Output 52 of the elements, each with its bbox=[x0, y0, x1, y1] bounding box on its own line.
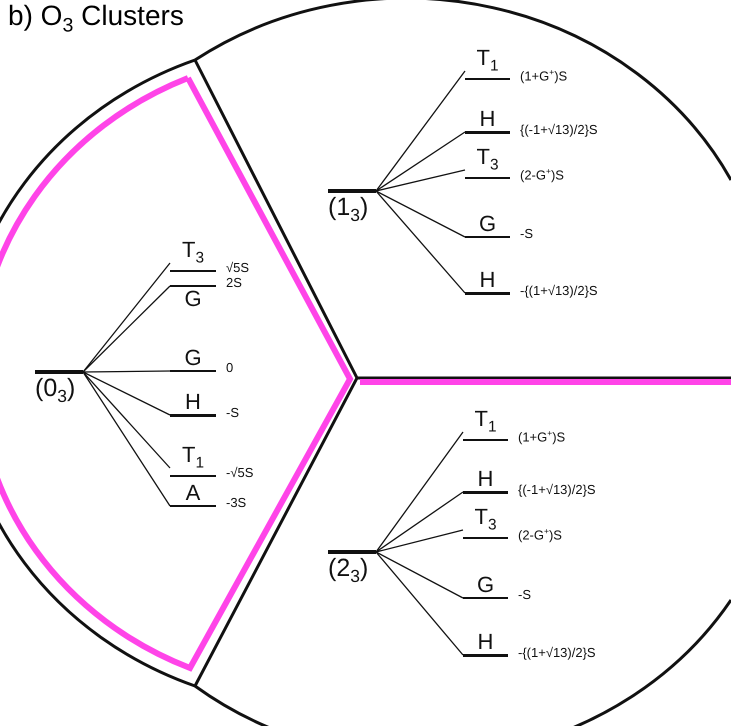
level-label: T$_{1}$ bbox=[180, 443, 205, 474]
connector-line bbox=[376, 491, 464, 553]
level-label: G bbox=[183, 346, 203, 370]
level-label: H bbox=[184, 390, 202, 414]
connector-line bbox=[376, 529, 464, 553]
level-label: T$_{1}$ bbox=[473, 407, 498, 438]
energy-value: -S bbox=[520, 226, 533, 241]
connector-line bbox=[375, 432, 464, 552]
connector-line bbox=[82, 262, 170, 372]
connector-line bbox=[83, 370, 170, 373]
energy-value: (1+G$^{+}$)S bbox=[520, 67, 568, 84]
level-label: G bbox=[183, 287, 203, 311]
diagram-title: b) O$_{3}$ Clusters bbox=[8, 0, 184, 39]
energy-value: (2-G$^{+}$)S bbox=[520, 166, 564, 182]
connector-line bbox=[82, 286, 170, 372]
level-label: (2$_{3}$) bbox=[328, 554, 370, 588]
connector-line bbox=[376, 551, 464, 599]
connector-line bbox=[375, 70, 466, 192]
energy-value: -{(1+√13)/2}S bbox=[520, 282, 598, 298]
level-label: H bbox=[478, 268, 496, 292]
level-label: (1$_{3}$) bbox=[328, 193, 370, 227]
energy-value: 2S bbox=[226, 275, 242, 290]
level-label: H bbox=[476, 466, 494, 490]
energy-value: √5S bbox=[226, 260, 250, 276]
connector-line bbox=[376, 169, 466, 192]
energy-value: {(-1+√13)/2}S bbox=[520, 122, 598, 136]
energy-value: (2-G$^{+}$)S bbox=[518, 526, 562, 542]
energy-value: {(-1+√13)/2}S bbox=[518, 482, 596, 496]
connector-line bbox=[376, 190, 466, 238]
level-label: T$_{3}$ bbox=[473, 505, 498, 536]
connector-line bbox=[376, 131, 466, 192]
level-label: H bbox=[476, 630, 494, 654]
level-label: H bbox=[478, 106, 496, 130]
energy-value: 0 bbox=[226, 360, 234, 375]
energy-value: (1+G$^{+}$)S bbox=[518, 428, 566, 444]
level-label: A bbox=[184, 481, 202, 505]
connector-line bbox=[82, 372, 171, 506]
level-label: (0$_{3}$) bbox=[35, 374, 76, 408]
level-label: G bbox=[476, 573, 496, 597]
level-label: T$_{3}$ bbox=[180, 238, 205, 268]
energy-value: -√5S bbox=[226, 465, 254, 480]
connector-line bbox=[376, 190, 466, 294]
energy-value: -S bbox=[226, 404, 239, 420]
energy-value: -{(1+√13)/2}S bbox=[518, 644, 596, 660]
connector-line bbox=[82, 372, 170, 468]
level-label: T$_{3}$ bbox=[475, 145, 500, 176]
connector-line bbox=[376, 552, 464, 656]
level-label: T$_{1}$ bbox=[475, 46, 500, 76]
level-label: G bbox=[478, 212, 498, 236]
energy-value: -3S bbox=[226, 495, 246, 510]
connector-line bbox=[82, 371, 170, 416]
energy-value: -S bbox=[518, 587, 531, 602]
